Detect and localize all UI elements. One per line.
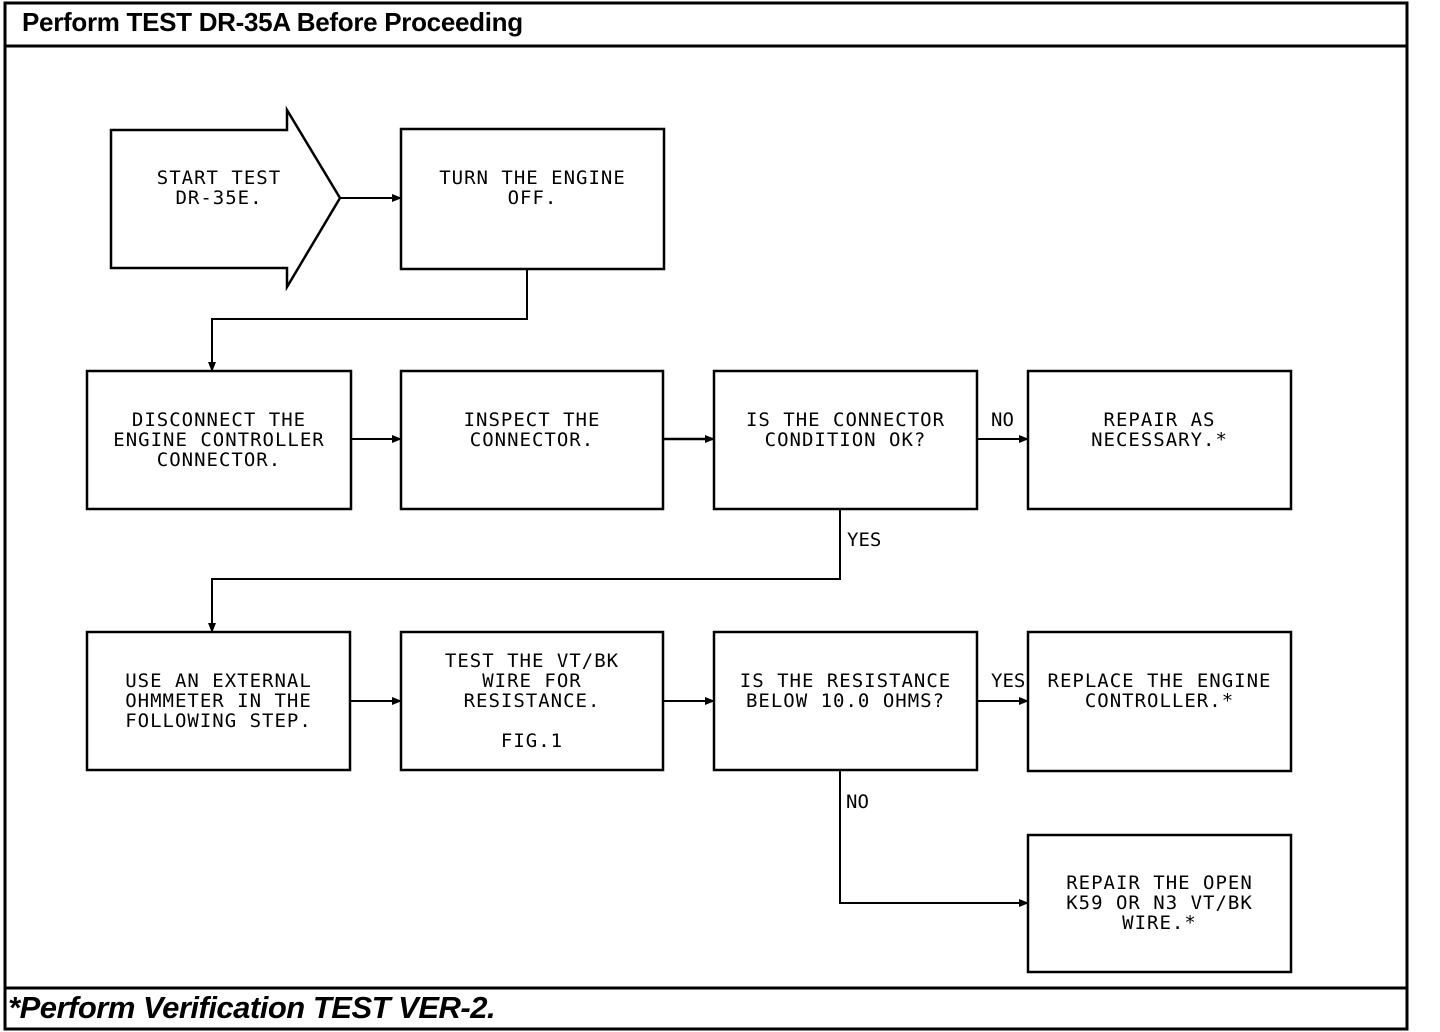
page-title: Perform TEST DR-35A Before Proceeding bbox=[22, 7, 523, 37]
start-arrow-shape bbox=[109, 105, 342, 292]
outer-border bbox=[3, 1, 1409, 1031]
edge-resistance-no-to-repair-open bbox=[839, 770, 1029, 907]
edge-condition-yes-to-ohmmeter bbox=[208, 509, 841, 633]
edge-label-condition-no: NO bbox=[991, 409, 1014, 431]
edge-label-condition-yes: YES bbox=[847, 529, 882, 551]
verification-note: *Perform Verification TEST VER-2. bbox=[8, 990, 496, 1025]
edge-engine-off-to-disconnect bbox=[208, 269, 528, 372]
edge-label-resistance-yes: YES bbox=[991, 670, 1026, 692]
edge-label-resistance-no: NO bbox=[846, 791, 869, 813]
